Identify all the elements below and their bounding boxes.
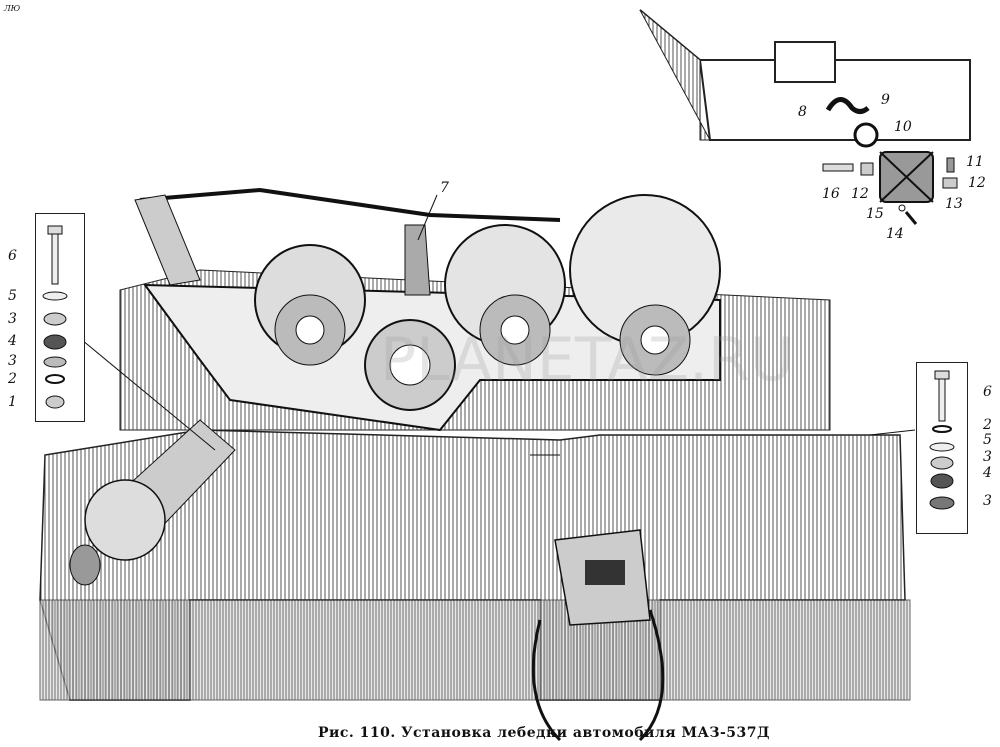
callout-2: 2 — [8, 371, 17, 387]
callout-1: 1 — [8, 394, 17, 410]
callout-13: 13 — [945, 196, 963, 212]
leader-lines — [81, 194, 916, 456]
detail-view — [639, 9, 971, 225]
callout-11: 11 — [966, 154, 984, 170]
callout-6-right: 6 — [983, 384, 992, 400]
callout-12: 12 — [968, 175, 986, 191]
callout-3b-right: 3 — [983, 493, 992, 509]
figure-caption: Рис. 110. Установка лебедки автомобиля М… — [318, 725, 770, 741]
callout-2-right: 2 — [983, 417, 992, 433]
tow-hitch — [531, 529, 665, 742]
cable — [139, 187, 561, 222]
callout-10: 10 — [894, 119, 912, 135]
callout-14: 14 — [886, 226, 904, 242]
right-fastener-inset — [916, 362, 968, 534]
callout-15: 15 — [866, 206, 884, 222]
corner-mark: ЛЮ — [4, 4, 21, 13]
callout-6: 6 — [8, 248, 17, 264]
winch-housing — [134, 187, 721, 432]
callout-16: 16 — [822, 186, 840, 202]
callout-4: 4 — [8, 333, 17, 349]
left-fastener-inset — [35, 213, 85, 422]
callout-3b: 3 — [8, 353, 17, 369]
vehicle-frame — [39, 429, 911, 701]
callout-4-right: 4 — [983, 465, 992, 481]
callout-8: 8 — [798, 104, 807, 120]
callout-3: 3 — [8, 311, 17, 327]
callout-12b: 12 — [851, 186, 869, 202]
callout-3-right: 3 — [983, 449, 992, 465]
callout-5: 5 — [8, 288, 17, 304]
callout-7: 7 — [440, 180, 449, 196]
callout-9: 9 — [881, 92, 890, 108]
callout-5-right: 5 — [983, 432, 992, 448]
watermark: PLANETAZ.RU — [380, 325, 794, 395]
output-shaft — [69, 419, 236, 586]
